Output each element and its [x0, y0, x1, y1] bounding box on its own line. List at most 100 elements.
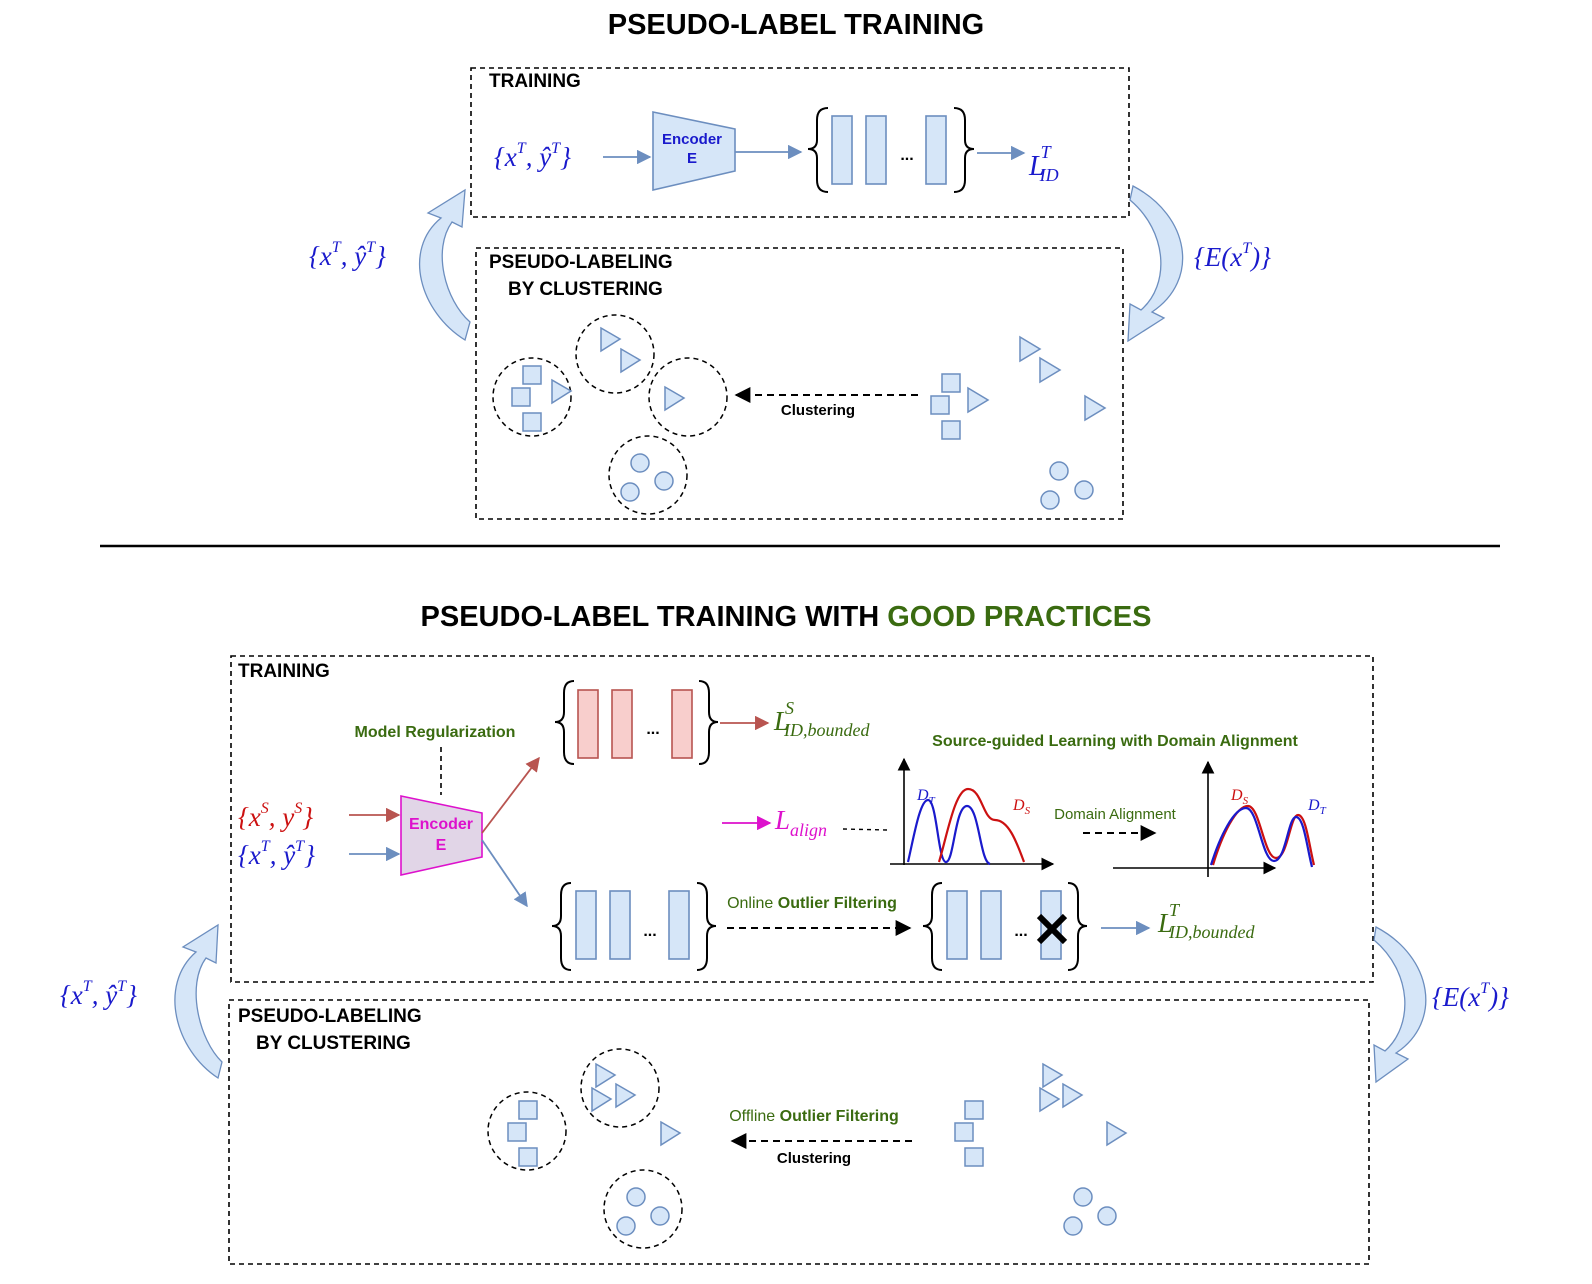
bottom-circle [1063, 1216, 1083, 1236]
bottom-training-label: TRAINING [238, 661, 330, 682]
top-training-box [470, 67, 1130, 218]
plot2-source-curve [1211, 804, 1316, 866]
align-loss: Lalign [774, 805, 827, 840]
source-dots: ... [646, 721, 659, 738]
top-cluster-triangles [575, 314, 655, 394]
filtered-feature-1 [946, 890, 968, 960]
top-triangle [620, 347, 642, 374]
online-outlier-filtering-label: Online Outlier Filtering [727, 895, 897, 912]
domain-alignment-label: Domain Alignment [1054, 806, 1177, 823]
top-triangle [1039, 356, 1062, 384]
bottom-circle [1073, 1187, 1093, 1207]
top-brace-right [953, 107, 975, 193]
model-regularization-label: Model Regularization [355, 724, 516, 741]
bottom-filtered-triangle [660, 1120, 682, 1147]
bottom-right-curved-arrow [1373, 925, 1427, 1084]
source-feature-2 [611, 689, 633, 759]
top-square [930, 395, 950, 415]
top-cluster-squares [492, 357, 572, 437]
top-encoder-label: Encoder [662, 131, 722, 148]
bottom-pseudo-box [228, 999, 1370, 1265]
bottom-pl-line1: PSEUDO-LABELING [238, 1006, 422, 1027]
target-brace-left [551, 882, 572, 971]
target-feature-n [668, 890, 690, 960]
bottom-triangle [591, 1086, 613, 1113]
top-circle [654, 471, 674, 491]
bottom-circle [650, 1206, 670, 1226]
bottom-square [518, 1147, 538, 1167]
source-feature-n [671, 689, 693, 759]
filtered-brace-right [1067, 882, 1088, 971]
top-pl-line1: PSEUDO-LABELING [489, 252, 673, 273]
offline-outlier-filtering-label: Offline Outlier Filtering [729, 1108, 899, 1125]
bottom-left-curved-arrow [174, 923, 223, 1080]
bottom-circle [1097, 1206, 1117, 1226]
plot2-dt-label: DT [1307, 797, 1327, 817]
bottom-circle [616, 1216, 636, 1236]
bottom-encoder-e: E [436, 837, 447, 854]
plot2-ds-label: DS [1230, 787, 1249, 807]
top-square [511, 387, 531, 407]
bottom-circle [626, 1187, 646, 1207]
bottom-square [954, 1122, 974, 1142]
source-brace-left [554, 680, 575, 765]
top-brace-left [807, 107, 829, 193]
bottom-triangle [615, 1082, 637, 1109]
bottom-encoder [400, 795, 483, 876]
top-circle [1049, 461, 1069, 481]
top-circle [1074, 480, 1094, 500]
top-triangle [1019, 335, 1042, 363]
top-circle [620, 482, 640, 502]
filtered-feature-2 [980, 890, 1002, 960]
top-encoder [652, 111, 736, 192]
bottom-encoder-label: Encoder [409, 816, 473, 833]
top-pl-line2: BY CLUSTERING [508, 279, 663, 300]
bottom-cluster-circles [603, 1169, 683, 1249]
bottom-training-box [230, 655, 1374, 983]
encoder-to-target-arrow [481, 839, 528, 908]
bottom-square [518, 1100, 538, 1120]
top-right-curved-arrow [1127, 185, 1184, 343]
bottom-cluster-triangles [580, 1048, 660, 1128]
align-dotted-link [842, 828, 888, 831]
target-input-label: {xT, ŷT} [238, 838, 315, 870]
top-square [522, 365, 542, 385]
top-square [522, 412, 542, 432]
top-cluster-single [648, 357, 728, 437]
top-left-curved-arrow [418, 188, 471, 342]
bottom-square [964, 1100, 984, 1120]
top-feature-2 [865, 115, 887, 185]
target-feature-1 [575, 890, 597, 960]
bottom-triangle [1062, 1082, 1084, 1109]
bottom-triangle [1042, 1062, 1064, 1089]
top-feature-1 [831, 115, 853, 185]
target-feature-2 [609, 890, 631, 960]
top-encoder-e: E [687, 150, 697, 167]
top-triangle [664, 385, 686, 412]
bottom-triangle [1039, 1086, 1061, 1113]
plot1-ds-label: DS [1012, 797, 1031, 817]
top-triangle [967, 386, 990, 414]
encoder-to-source-arrow [481, 756, 540, 834]
top-cluster-circles [608, 435, 688, 515]
bottom-clustering-label: Clustering [777, 1150, 851, 1167]
plot2-target-curve [1209, 806, 1314, 868]
bottom-title: PSEUDO-LABEL TRAINING WITH GOOD PRACTICE… [421, 601, 1152, 633]
plot1-source-curve [937, 787, 1026, 863]
top-triangle [600, 326, 622, 353]
top-right-label: {E(xT)} [1194, 240, 1271, 272]
top-feature-n [925, 115, 947, 185]
top-dots: ... [900, 147, 913, 164]
source-brace-right [698, 680, 719, 765]
top-clustering-label: Clustering [781, 402, 855, 419]
bottom-left-label: {xT, ŷT} [60, 978, 137, 1010]
source-guided-title: Source-guided Learning with Domain Align… [932, 733, 1298, 750]
top-title: PSEUDO-LABEL TRAINING [608, 9, 984, 41]
filtered-brace-left [922, 882, 943, 971]
bottom-right-label: {E(xT)} [1432, 980, 1509, 1012]
plot1-dt-label: DT [916, 787, 936, 807]
